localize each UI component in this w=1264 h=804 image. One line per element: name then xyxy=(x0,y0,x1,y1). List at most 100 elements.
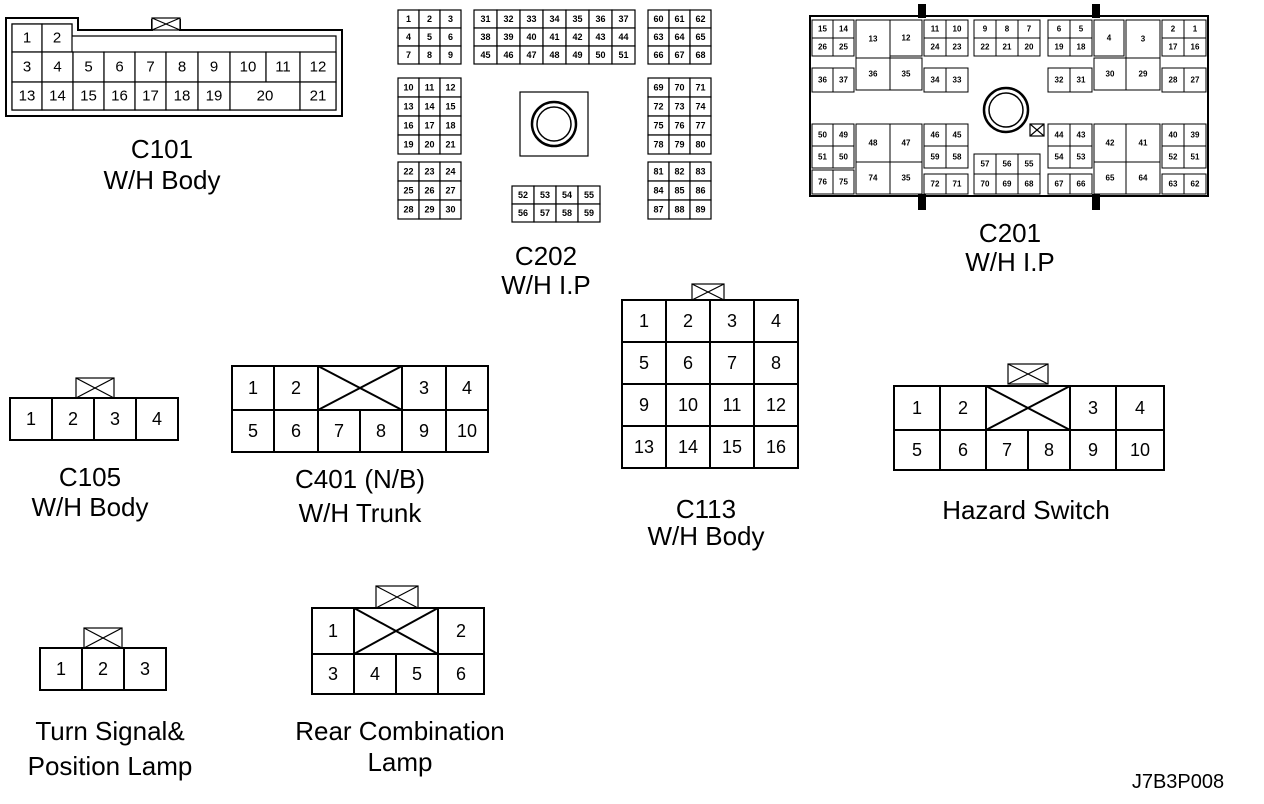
pin-label: 48 xyxy=(549,50,559,60)
pin-cell xyxy=(229,81,301,111)
pin-cell xyxy=(299,81,337,111)
pin-label: 63 xyxy=(653,32,663,42)
pin-label: 5 xyxy=(84,59,92,76)
pin-cell xyxy=(437,653,485,695)
pin-label: 71 xyxy=(695,83,705,93)
pin-label: 1 xyxy=(406,14,411,24)
pin-label: 11 xyxy=(723,395,742,415)
pin-cell xyxy=(445,409,489,453)
connector-name: Hazard Switch xyxy=(942,495,1110,525)
pin-cell xyxy=(11,51,43,83)
pin-label: 50 xyxy=(839,153,848,162)
pin-label: 26 xyxy=(424,186,434,196)
pin-label: 7 xyxy=(1002,440,1012,460)
pin-label: 24 xyxy=(931,43,940,52)
connector-name: C113 xyxy=(676,494,736,524)
pin-label: 17 xyxy=(1169,43,1178,52)
pin-cell xyxy=(621,425,667,469)
pin-label: 7 xyxy=(1027,25,1032,34)
pin-label: 6 xyxy=(958,440,968,460)
pin-cell xyxy=(123,647,167,691)
pin-cell xyxy=(439,134,462,155)
pin-label: 53 xyxy=(540,190,550,200)
pin-cell xyxy=(855,57,891,91)
pin-label: 34 xyxy=(931,76,940,85)
pin-label: 7 xyxy=(146,59,154,76)
pin-label: 5 xyxy=(427,32,432,42)
connector-name: C101 xyxy=(131,134,193,164)
pin-cell xyxy=(231,365,275,411)
pin-label: 8 xyxy=(1044,440,1054,460)
pin-label: 59 xyxy=(584,208,594,218)
pin-cell xyxy=(1017,173,1041,195)
pin-cell xyxy=(689,199,712,220)
pin-label: 52 xyxy=(1169,153,1178,162)
pin-cell xyxy=(753,383,799,427)
pin-label: 30 xyxy=(1106,70,1115,79)
pin-label: 66 xyxy=(1077,180,1086,189)
pin-label: 13 xyxy=(19,88,36,105)
pin-label: 81 xyxy=(653,167,663,177)
pin-cell xyxy=(1125,19,1161,59)
pin-label: 3 xyxy=(419,378,429,398)
pin-label: 43 xyxy=(1077,131,1086,140)
pin-label: 39 xyxy=(503,32,513,42)
pin-label: 54 xyxy=(562,190,572,200)
connector-name: C105 xyxy=(59,462,121,492)
pin-cell xyxy=(1125,123,1161,163)
harness-name: W/H Body xyxy=(103,165,220,195)
pin-label: 51 xyxy=(618,50,628,60)
pin-cell xyxy=(889,57,923,91)
locating-boss-icon xyxy=(982,86,1030,134)
pin-label: 43 xyxy=(595,32,605,42)
lock-tab-icon xyxy=(1092,194,1100,210)
pin-label: 40 xyxy=(526,32,536,42)
pin-label: 4 xyxy=(1135,398,1145,418)
pin-label: 11 xyxy=(275,59,291,76)
pin-label: 39 xyxy=(1191,131,1200,140)
pin-label: 1 xyxy=(912,398,922,418)
pin-label: 50 xyxy=(818,131,827,140)
pin-label: 46 xyxy=(503,50,513,60)
pin-label: 6 xyxy=(683,353,693,373)
pin-label: 60 xyxy=(653,14,663,24)
pin-cell xyxy=(93,397,137,441)
harness-name: W/H I.P xyxy=(501,270,591,300)
pin-label: 27 xyxy=(1191,76,1200,85)
pin-label: 5 xyxy=(639,353,649,373)
harness-name: W/H Body xyxy=(31,492,148,522)
pin-cell xyxy=(1069,385,1117,431)
pin-label: 55 xyxy=(1025,160,1034,169)
pin-label: 16 xyxy=(111,88,128,105)
pin-label: 24 xyxy=(445,167,455,177)
pin-label: 32 xyxy=(503,14,513,24)
connector-name-line2: Lamp xyxy=(367,747,432,777)
pin-label: 64 xyxy=(1139,174,1148,183)
pin-label: 68 xyxy=(1025,180,1034,189)
pin-label: 2 xyxy=(68,409,78,429)
pin-label: 11 xyxy=(931,25,940,34)
pin-label: 49 xyxy=(839,131,848,140)
pin-label: 2 xyxy=(683,311,693,331)
connector-name: C401 (N/B) xyxy=(295,464,425,494)
pin-label: 21 xyxy=(310,88,327,105)
pin-label: 20 xyxy=(1025,43,1034,52)
pin-label: 47 xyxy=(902,139,911,148)
pin-label: 72 xyxy=(931,180,940,189)
pin-label: 33 xyxy=(526,14,536,24)
pin-label: 44 xyxy=(618,32,628,42)
pin-label: 6 xyxy=(456,664,466,684)
pin-label: 8 xyxy=(1005,25,1010,34)
pin-label: 65 xyxy=(1106,174,1115,183)
pin-label: 13 xyxy=(634,437,654,457)
pin-label: 2 xyxy=(53,30,61,47)
pin-label: 29 xyxy=(424,205,434,215)
pin-cell xyxy=(889,123,923,163)
pin-cell xyxy=(945,173,969,195)
pin-label: 5 xyxy=(248,421,258,441)
pin-label: 26 xyxy=(818,43,827,52)
pin-label: 21 xyxy=(445,140,455,150)
pin-label: 46 xyxy=(931,131,940,140)
